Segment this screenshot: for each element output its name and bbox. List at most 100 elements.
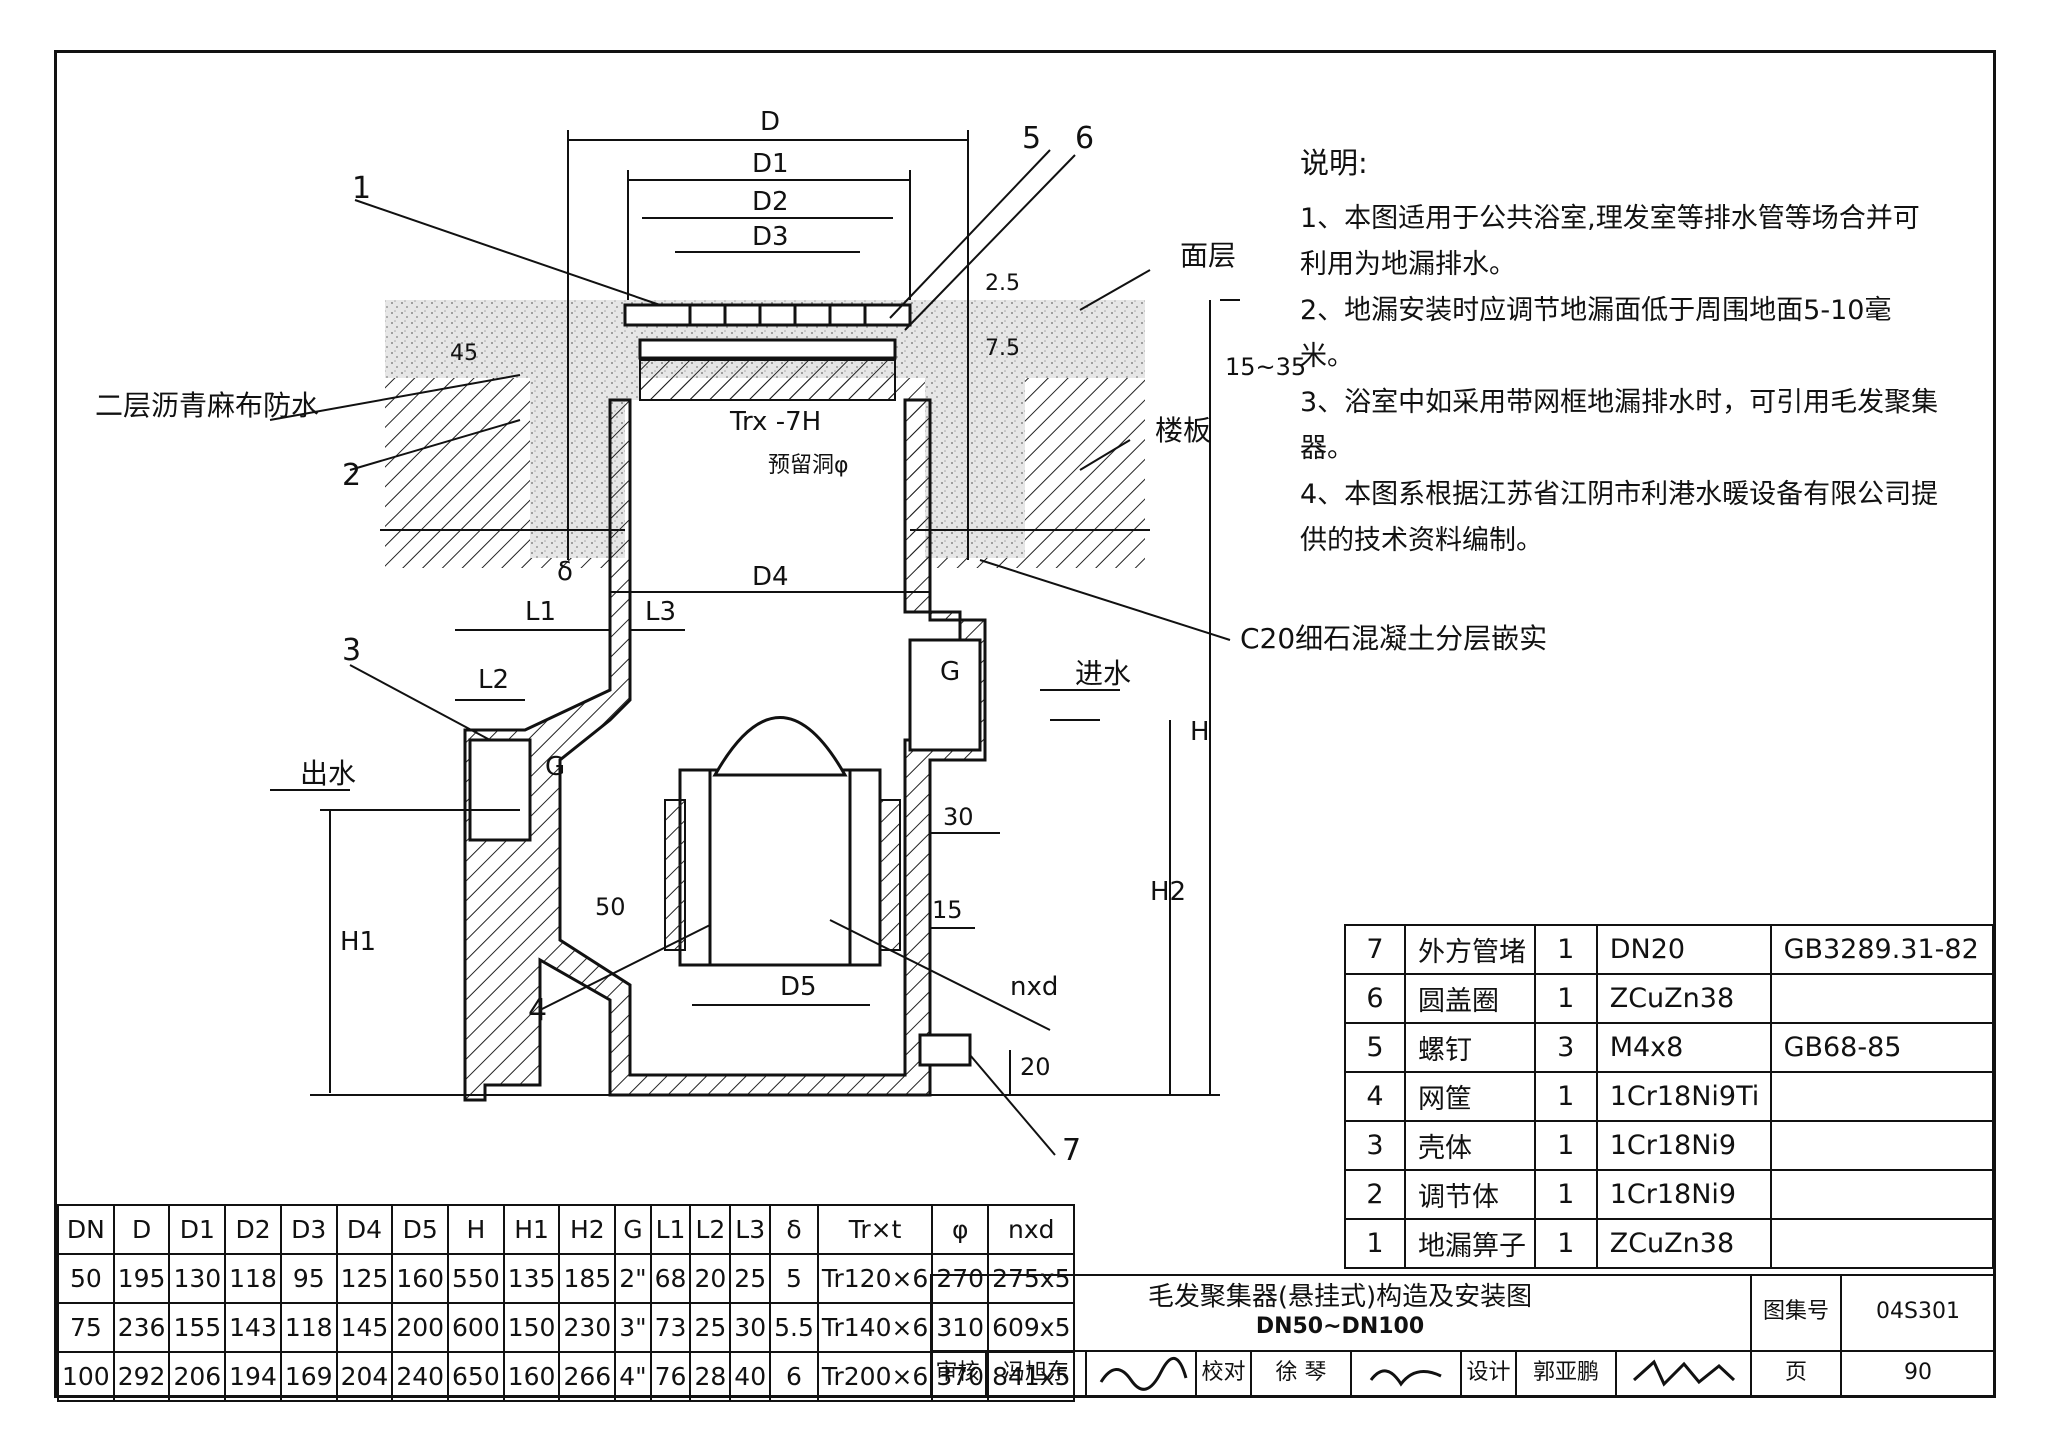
part-material: 1Cr18Ni9: [1595, 1169, 1772, 1220]
dimension-cell: 230: [558, 1302, 617, 1353]
dimension-cell: 270: [931, 1253, 990, 1304]
dimension-header: L2: [689, 1204, 732, 1255]
dimension-cell: 600: [447, 1302, 505, 1353]
part-material: M4x8: [1595, 1022, 1772, 1073]
part-name: 地漏箅子: [1404, 1218, 1536, 1269]
dimension-header: D1: [168, 1204, 227, 1255]
dimension-cell: 204: [335, 1351, 394, 1402]
page-label: 页: [1750, 1350, 1840, 1396]
part-quantity: 1: [1533, 1169, 1598, 1220]
callout-7: 7: [1062, 1133, 1081, 1168]
label-D: D: [760, 107, 780, 137]
dimension-cell: 100: [57, 1351, 115, 1402]
dimension-cell: Tr140×6: [816, 1302, 934, 1353]
dimension-header: L3: [729, 1204, 772, 1255]
label-G-inlet: G: [940, 657, 960, 687]
grate-bars: [688, 305, 867, 325]
dimension-cell: 160: [502, 1351, 561, 1402]
label-D3: D3: [752, 222, 789, 252]
part-material: ZCuZn38: [1595, 973, 1772, 1024]
drawing-title-cell: 毛发聚集器(悬挂式)构造及安装图 DN50~DN100: [930, 1274, 1750, 1350]
label-30: 30: [943, 803, 974, 831]
leader-lines: [269, 149, 1231, 1156]
dimension-cell: 275x5: [987, 1253, 1076, 1304]
label-surface-layer: 面层: [1180, 239, 1236, 272]
dimension-cell: 6: [769, 1351, 819, 1402]
callout-2: 2: [342, 458, 361, 493]
part-material: 1Cr18Ni9Ti: [1595, 1071, 1772, 1122]
dimension-header: D: [112, 1204, 171, 1255]
dimension-cell: 25: [689, 1302, 732, 1353]
dimension-cell: 145: [335, 1302, 394, 1353]
dimension-header: D2: [224, 1204, 282, 1255]
dimension-cell: 73: [649, 1302, 692, 1353]
part-name: 调节体: [1404, 1169, 1536, 1220]
label-2-5: 2.5: [985, 271, 1020, 296]
dimension-cell: 5: [769, 1253, 819, 1304]
label-L3: L3: [645, 597, 676, 627]
check-label: 校对: [1195, 1350, 1250, 1396]
dimension-cell: 130: [168, 1253, 227, 1304]
dimension-cell: Tr200×6: [816, 1351, 934, 1402]
part-quantity: 1: [1533, 1071, 1598, 1122]
part-quantity: 1: [1533, 924, 1598, 975]
dimension-cell: 160: [391, 1253, 450, 1304]
part-material: 1Cr18Ni9: [1595, 1120, 1772, 1171]
label-D4: D4: [752, 562, 789, 592]
dimension-header: L1: [649, 1204, 692, 1255]
part-number: 7: [1344, 924, 1406, 975]
dimension-cell: 195: [112, 1253, 171, 1304]
callout-3: 3: [342, 633, 361, 668]
dimension-cell: 200: [391, 1302, 450, 1353]
dimension-header: D4: [335, 1204, 394, 1255]
part-name: 螺钉: [1404, 1022, 1536, 1073]
dimension-cell: 370: [931, 1351, 990, 1402]
dimension-cell: 28: [689, 1351, 732, 1402]
callout-4: 4: [528, 993, 547, 1028]
label-H2: H2: [1150, 877, 1186, 907]
adjuster-top: [638, 338, 897, 360]
checker-name: 徐 琴: [1250, 1350, 1350, 1396]
dimension-header: Tr×t: [816, 1204, 934, 1255]
dimension-cell: 118: [279, 1302, 338, 1353]
label-D5: D5: [780, 972, 817, 1002]
label-45: 45: [450, 341, 478, 366]
drawing-title: 毛发聚集器(悬挂式)构造及安装图: [1147, 1282, 1533, 1312]
dimension-header: DN: [57, 1204, 115, 1255]
dimension-header: H: [447, 1204, 505, 1255]
part-material: DN20: [1595, 924, 1772, 975]
note-item: 3、浴室中如采用带网框地漏排水时，可引用毛发聚集器。: [1300, 387, 1939, 464]
part-material: ZCuZn38: [1595, 1218, 1772, 1269]
part-name: 壳体: [1404, 1120, 1536, 1171]
dimension-header: δ: [769, 1204, 819, 1255]
label-inlet: 进水: [1075, 657, 1131, 690]
label-delta: δ: [557, 557, 573, 587]
dimension-lines: [310, 130, 1240, 1096]
drawing-subtitle: DN50~DN100: [1255, 1314, 1425, 1339]
dimension-cell: 50: [57, 1253, 115, 1304]
part-name: 圆盖圈: [1404, 973, 1536, 1024]
design-label: 设计: [1460, 1350, 1515, 1396]
callout-6: 6: [1075, 121, 1094, 156]
dimension-header: H2: [558, 1204, 617, 1255]
dimension-cell: 68: [649, 1253, 692, 1304]
label-7-5: 7.5: [985, 336, 1020, 361]
dimension-cell: 650: [447, 1351, 505, 1402]
concrete-fill-right: [925, 378, 1025, 558]
label-hole: 预留洞φ: [768, 453, 849, 478]
dimension-cell: 40: [729, 1351, 772, 1402]
atlas-label: 图集号: [1750, 1274, 1840, 1350]
dimension-cell: 143: [224, 1302, 282, 1353]
page-number: 90: [1840, 1350, 1994, 1396]
notes-title: 说明:: [1300, 146, 1368, 180]
callout-5: 5: [1022, 121, 1041, 156]
part-number: 6: [1344, 973, 1406, 1024]
label-50: 50: [595, 893, 626, 921]
designer-signature: [1615, 1350, 1750, 1396]
pipe-plug: [918, 1033, 972, 1067]
reviewer-signature: [1085, 1350, 1195, 1396]
